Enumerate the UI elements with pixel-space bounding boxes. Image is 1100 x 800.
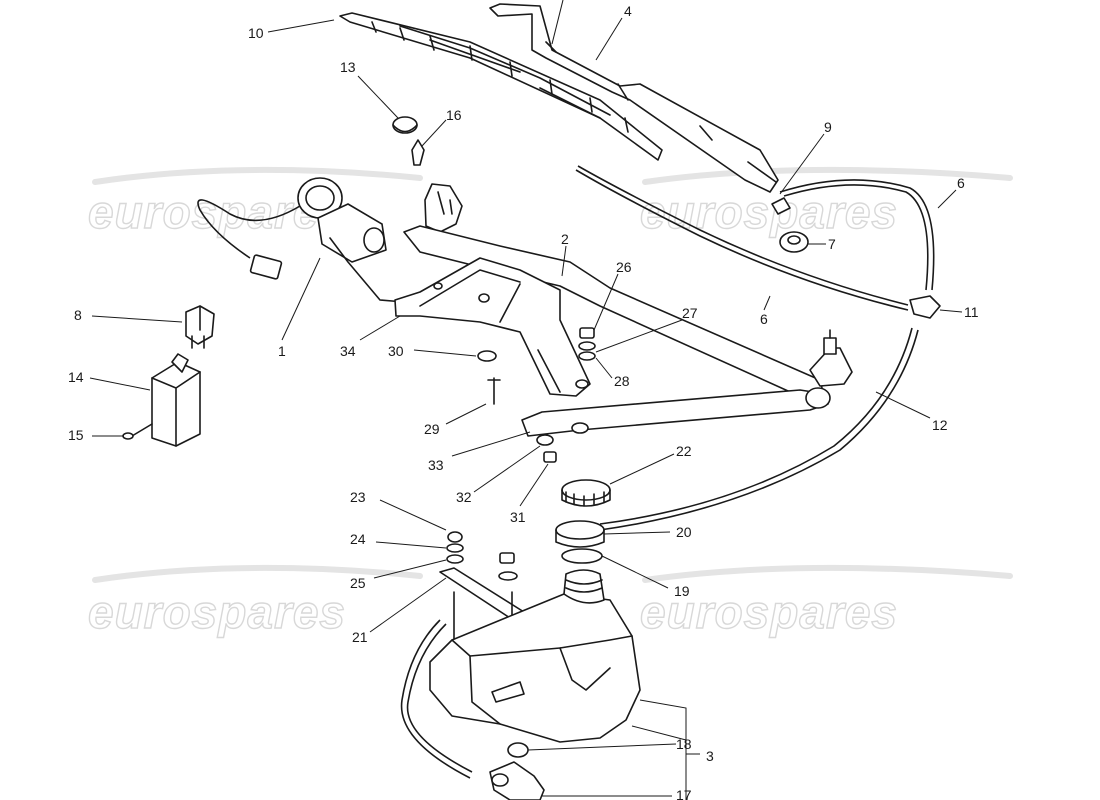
callout-28: 28 xyxy=(614,373,630,389)
callout-15: 15 xyxy=(68,427,84,443)
washer-reservoir xyxy=(400,569,641,779)
callout-18: 18 xyxy=(676,736,692,752)
watermark-swoosh xyxy=(642,564,1013,583)
tank-bracket xyxy=(439,531,525,641)
callout-26: 26 xyxy=(616,259,632,275)
watermark-text: eurospares xyxy=(640,186,898,238)
callout-11: 11 xyxy=(964,304,979,320)
callout-13: 13 xyxy=(340,59,356,75)
watermark-layer: eurospares eurospares eurospares eurospa… xyxy=(87,166,1013,639)
callout-6: 6 xyxy=(760,311,768,327)
callout-25: 25 xyxy=(350,575,366,591)
washer-pump xyxy=(489,742,545,800)
watermark-swoosh xyxy=(642,166,1013,185)
callout-20: 20 xyxy=(676,524,692,540)
watermark-text: eurospares xyxy=(640,586,898,638)
callout-7: 7 xyxy=(828,236,836,252)
callout-17: 17 xyxy=(676,787,692,800)
callout-3: 3 xyxy=(706,748,714,764)
callout-21: 21 xyxy=(352,629,368,645)
callout-12: 12 xyxy=(932,417,948,433)
relay xyxy=(185,305,215,349)
callout-24: 24 xyxy=(350,531,366,547)
watermark-text: eurospares xyxy=(88,586,346,638)
callout-16: 16 xyxy=(446,107,462,123)
callout-23: 23 xyxy=(350,489,366,505)
callout-6: 6 xyxy=(957,175,965,191)
callout-31: 31 xyxy=(510,509,526,525)
callout-32: 32 xyxy=(456,489,472,505)
control-unit xyxy=(122,353,201,447)
callout-33: 33 xyxy=(428,457,444,473)
callout-9: 9 xyxy=(824,119,832,135)
callout-22: 22 xyxy=(676,443,692,459)
leader-lines xyxy=(89,0,963,800)
callout-14: 14 xyxy=(68,369,84,385)
callout-1: 1 xyxy=(278,343,286,359)
callout-34: 34 xyxy=(340,343,356,359)
watermark-swoosh xyxy=(92,166,423,185)
washer-hoses xyxy=(575,165,941,531)
wiper-arm xyxy=(489,3,779,193)
watermark-swoosh xyxy=(92,564,423,583)
fasteners xyxy=(477,327,596,463)
grommet xyxy=(771,197,809,253)
wiper-motor xyxy=(197,177,405,303)
filler-cap xyxy=(555,479,611,564)
callout-8: 8 xyxy=(74,307,82,323)
callout-19: 19 xyxy=(674,583,690,599)
callout-27: 27 xyxy=(682,305,698,321)
wiper-linkage-frame xyxy=(394,225,853,437)
callout-29: 29 xyxy=(424,421,440,437)
callout-2: 2 xyxy=(561,231,569,247)
callout-30: 30 xyxy=(388,343,404,359)
callout-labels: 10 4 13 16 9 6 7 2 26 6 11 8 27 1 34 30 … xyxy=(68,3,979,800)
mount-bracket xyxy=(392,116,463,233)
callout-10: 10 xyxy=(248,25,264,41)
wiper-blade xyxy=(339,12,663,161)
callout-4: 4 xyxy=(624,3,632,19)
